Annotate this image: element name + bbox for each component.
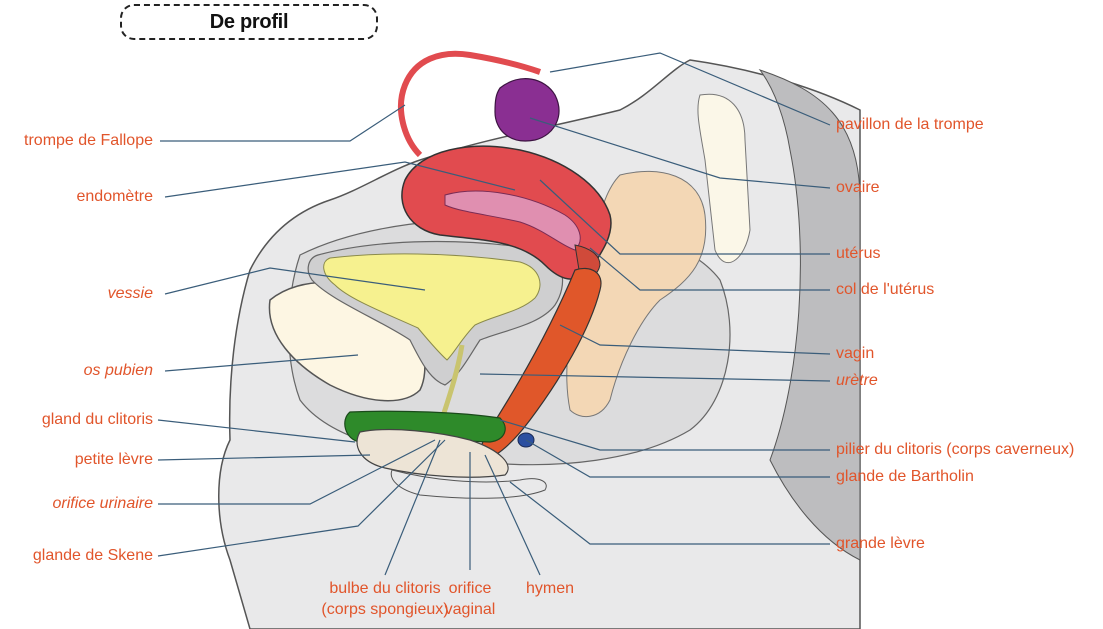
label-uretre: urètre [836,371,878,391]
label-orifice-vaginal: orifice vaginal [430,578,510,620]
label-skene: glande de Skene [33,546,153,566]
label-pavillon: pavillon de la trompe [836,115,984,135]
label-os-pubien: os pubien [84,361,153,381]
label-grande-levre: grande lèvre [836,534,925,554]
label-orifice-line2: vaginal [430,599,510,620]
ovary [495,79,559,141]
label-hymen: hymen [515,578,585,599]
label-uterus: utérus [836,244,880,264]
label-bartholin: glande de Bartholin [836,467,974,487]
label-petite-levre: petite lèvre [75,450,153,470]
label-col: col de l'utérus [836,280,934,300]
label-vagin: vagin [836,344,874,364]
label-gland: gland du clitoris [42,410,153,430]
leader-trompe [160,105,405,141]
label-endometre: endomètre [77,187,154,207]
label-pilier: pilier du clitoris (corps caverneux) [836,440,1074,460]
label-ovaire: ovaire [836,178,880,198]
label-orifice-line1: orifice [430,578,510,599]
label-vessie: vessie [108,284,153,304]
label-orifice-urinaire: orifice urinaire [53,494,153,514]
label-trompe: trompe de Fallope [24,131,153,151]
